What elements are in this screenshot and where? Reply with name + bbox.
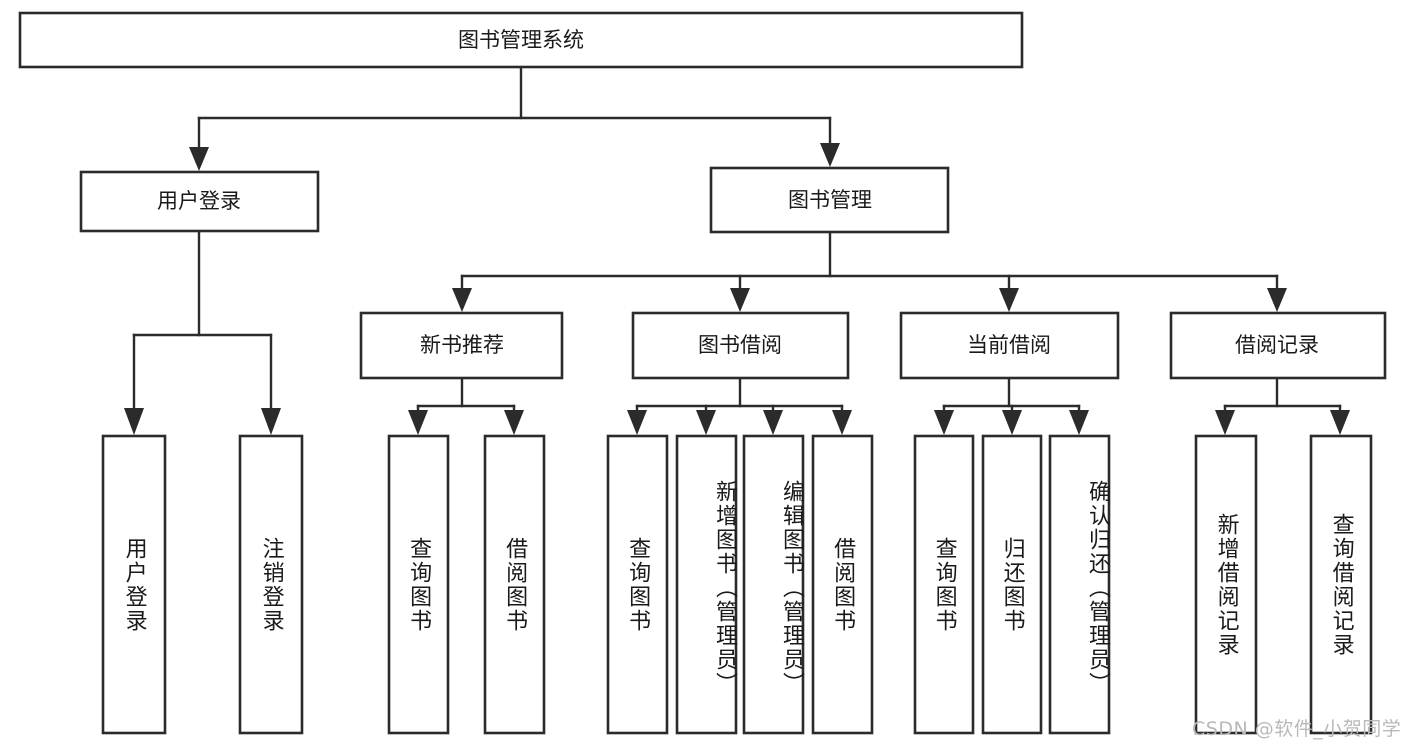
- arrow-head-borrow-record: [1267, 288, 1287, 312]
- arrow-head-cb-return-book: [1002, 410, 1022, 435]
- node-leaf-bb-edit-book[interactable]: [742, 434, 805, 735]
- node-book-management-label: 图书管理: [788, 188, 872, 212]
- node-root-label: 图书管理系统: [458, 28, 584, 52]
- connectors-new-book-to-leaves: [408, 376, 524, 435]
- connectors-book-borrow-to-leaves: [627, 376, 852, 435]
- node-borrow-record[interactable]: [1169, 311, 1387, 380]
- arrow-head-leaf-user-login: [124, 408, 144, 435]
- node-book-management[interactable]: [709, 166, 950, 234]
- node-book-borrow[interactable]: [631, 311, 850, 380]
- arrow-head-bb-add-book: [696, 410, 716, 435]
- arrow-head-book-borrow: [730, 288, 750, 312]
- node-leaf-bb-query-book[interactable]: [606, 434, 669, 735]
- node-leaf-user-login[interactable]: [101, 434, 167, 735]
- connectors-borrow-record-to-leaves: [1215, 376, 1350, 435]
- arrow-head-nb-borrow-book: [504, 410, 524, 435]
- node-borrow-record-label: 借阅记录: [1235, 333, 1319, 357]
- node-leaf-cb-return-book[interactable]: [981, 434, 1043, 735]
- node-user-login-label: 用户登录: [157, 189, 241, 213]
- node-new-book-recommend-label: 新书推荐: [420, 333, 504, 357]
- node-leaf-br-query-record[interactable]: [1309, 434, 1373, 735]
- node-leaf-bb-borrow-book[interactable]: [811, 434, 874, 735]
- connectors-root-to-level2: [189, 65, 840, 171]
- arrow-head-nb-query-book: [408, 410, 428, 435]
- arrow-head-bb-borrow-book: [832, 410, 852, 435]
- node-current-borrow-label: 当前借阅: [967, 333, 1051, 357]
- arrow-head-book-manage: [820, 143, 840, 167]
- connectors-book-manage-to-level3: [452, 230, 1287, 312]
- node-leaf-cb-query-book[interactable]: [913, 434, 975, 735]
- connectors-current-borrow-to-leaves: [934, 376, 1089, 435]
- arrow-head-current-borrow: [999, 288, 1019, 312]
- node-leaf-br-add-record[interactable]: [1194, 434, 1258, 735]
- node-leaf-cb-confirm-return[interactable]: [1048, 434, 1111, 735]
- arrow-head-new-book: [452, 288, 472, 312]
- arrow-head-bb-edit-book: [763, 410, 783, 435]
- node-leaf-logout[interactable]: [238, 434, 304, 735]
- connectors-user-login-to-leaves: [124, 229, 281, 435]
- arrow-head-br-query-record: [1330, 410, 1350, 435]
- arrow-head-br-add-record: [1215, 410, 1235, 435]
- node-book-borrow-label: 图书借阅: [698, 333, 782, 357]
- node-new-book-recommend[interactable]: [359, 311, 564, 380]
- arrow-head-cb-confirm-return: [1069, 410, 1089, 435]
- node-current-borrow[interactable]: [899, 311, 1120, 380]
- arrow-head-user-login: [189, 147, 209, 171]
- node-leaf-bb-add-book[interactable]: [675, 434, 738, 735]
- csdn-watermark: CSDN @软件_小贺同学: [1192, 718, 1402, 740]
- arrow-head-bb-query-book: [627, 410, 647, 435]
- node-user-login[interactable]: [79, 170, 320, 233]
- arrow-head-cb-query-book: [934, 410, 954, 435]
- node-leaf-nb-borrow-book[interactable]: [483, 434, 546, 735]
- node-leaf-nb-query-book[interactable]: [387, 434, 450, 735]
- node-root-book-management-system[interactable]: [18, 11, 1024, 69]
- arrow-head-leaf-logout: [261, 408, 281, 435]
